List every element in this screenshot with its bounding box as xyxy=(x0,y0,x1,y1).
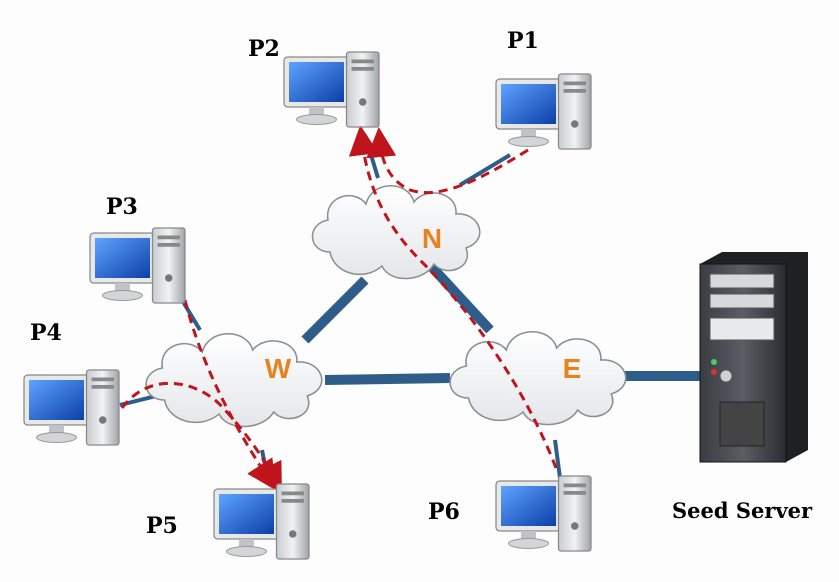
peer-label-p5: P5 xyxy=(146,513,178,539)
pc-icon-p4 xyxy=(23,369,120,446)
link-p6-e xyxy=(553,439,562,479)
seed-server-icon xyxy=(699,252,808,463)
link-w-e xyxy=(324,373,451,385)
peer-label-p6: P6 xyxy=(428,499,460,525)
pc-icon-p3 xyxy=(89,227,186,304)
path-p4-p5 xyxy=(120,381,282,494)
cloud-w xyxy=(145,332,323,428)
cloud-e xyxy=(449,330,627,426)
path-p6-p2 xyxy=(348,125,558,469)
backbone-links xyxy=(301,261,705,385)
peer-label-p4: P4 xyxy=(30,320,62,346)
link-n-w xyxy=(301,276,369,344)
path-p1-p2 xyxy=(366,127,529,195)
peer-label-p3: P3 xyxy=(106,194,138,220)
path-p3-p5 xyxy=(183,299,277,491)
pc-icon-p1 xyxy=(495,73,592,150)
pc-icon-p6 xyxy=(495,475,592,552)
link-n-e xyxy=(426,261,494,334)
pc-icon-p5 xyxy=(213,483,310,560)
link-p1-n xyxy=(458,153,512,187)
seed-server-label: Seed Server xyxy=(672,498,813,523)
cloud-label-e: E xyxy=(563,353,582,384)
data-paths xyxy=(120,125,558,494)
cloud-label-n: N xyxy=(422,223,442,254)
pc-icon-p2 xyxy=(283,51,380,128)
cloud-label-w: W xyxy=(265,353,292,384)
link-p2-n xyxy=(363,134,380,179)
peer-label-p2: P2 xyxy=(248,36,280,62)
peer-label-p1: P1 xyxy=(507,28,539,54)
